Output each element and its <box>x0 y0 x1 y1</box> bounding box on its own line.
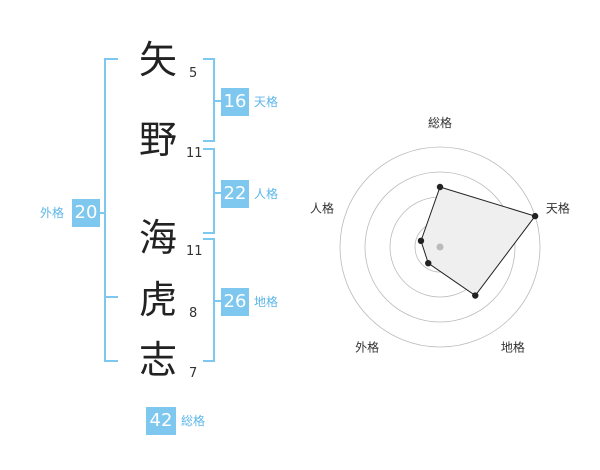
jinkaku-bracket <box>203 148 215 234</box>
tenkaku-value: 16 <box>221 88 249 116</box>
stroke-count-4: 8 <box>189 306 198 321</box>
char-2: 野 <box>138 118 177 162</box>
radar-point <box>436 183 444 191</box>
radar-axis-label: 総格 <box>428 115 452 130</box>
char-3: 海 <box>138 216 177 260</box>
chikaku-connector <box>214 300 222 302</box>
char-4: 虎 <box>138 278 177 322</box>
tenkaku-label: 天格 <box>254 95 279 109</box>
gaikaku-label: 外格 <box>40 206 65 220</box>
gaikaku-bracket <box>104 58 118 362</box>
gaikaku-connector <box>100 212 106 214</box>
radar-axis-label: 人格 <box>310 201 334 216</box>
jinkaku-connector <box>214 192 222 194</box>
radar-center-dot <box>436 243 444 251</box>
tenkaku-connector <box>214 100 222 102</box>
soukaku-label: 総格 <box>181 414 206 428</box>
stroke-count-3: 11 <box>186 244 203 259</box>
jinkaku-label: 人格 <box>254 187 279 201</box>
radar-axis-label: 地格 <box>501 339 525 354</box>
char-1: 矢 <box>138 38 177 82</box>
chikaku-value: 26 <box>221 288 249 316</box>
soukaku-value: 42 <box>146 407 176 435</box>
stroke-count-2: 11 <box>186 146 203 161</box>
char-5: 志 <box>138 338 177 382</box>
radar-grid-ring <box>364 171 516 323</box>
radar-point <box>531 212 539 220</box>
gaikaku-bracket-tick <box>104 296 118 298</box>
stroke-count-5: 7 <box>189 366 198 381</box>
radar-grid-ring <box>339 146 541 348</box>
radar-point <box>472 292 479 299</box>
stroke-count-1: 5 <box>189 66 198 81</box>
radar-point <box>417 237 425 245</box>
radar-axis-label: 天格 <box>546 201 570 216</box>
radar-area <box>420 186 536 297</box>
gaikaku-value: 20 <box>72 199 100 227</box>
chikaku-label: 地格 <box>254 295 279 309</box>
radar-point <box>425 259 432 267</box>
jinkaku-value: 22 <box>221 180 249 208</box>
radar-axis-label: 外格 <box>355 339 379 354</box>
